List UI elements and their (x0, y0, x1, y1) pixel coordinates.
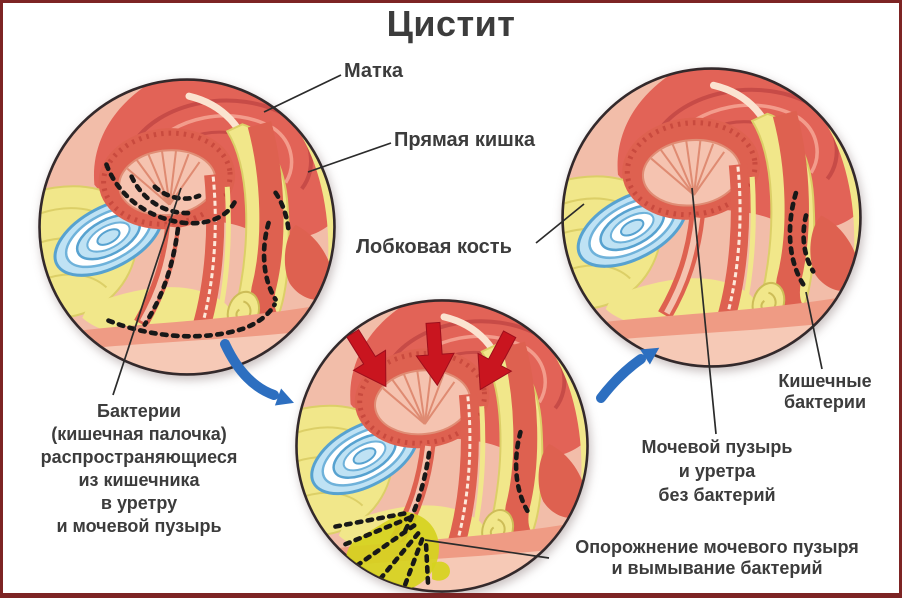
label-bladder-emptying: Опорожнение мочевого пузыря и вымывание … (575, 537, 859, 578)
bacteria-trails (787, 190, 816, 288)
urine-stream (346, 511, 440, 591)
page-title: Цистит (386, 3, 516, 44)
label-bacteria-spread: Бактерии (кишечная палочка) распространя… (40, 401, 238, 536)
illustration-bladder-emptying (293, 297, 591, 595)
label-bladder-no-bacteria: Мочевой пузырь и уретра без бактерий (641, 437, 793, 505)
label-uterus: Матка (344, 60, 403, 82)
label-pubic-bone: Лобковая кость (356, 236, 512, 258)
label-rectum: Прямая кишка (394, 129, 535, 151)
illustration-clean-bladder (559, 65, 864, 370)
label-intestinal-bacteria: Кишечные бактерии (778, 371, 872, 412)
